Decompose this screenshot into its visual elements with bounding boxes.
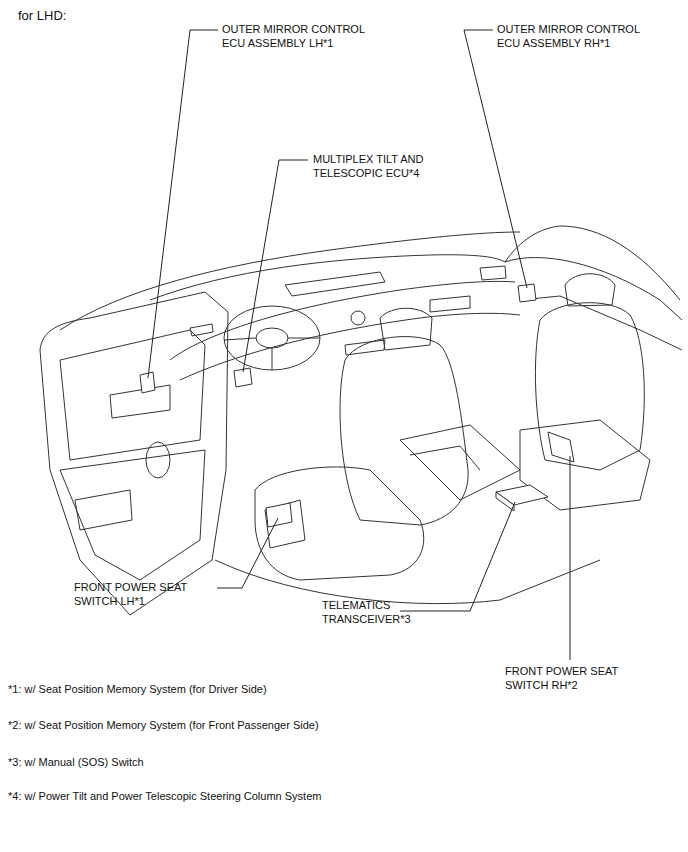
car-outline <box>40 226 682 615</box>
component-symbols <box>140 284 574 527</box>
part-label: FRONT POWER SEAT SWITCH LH*1 <box>74 580 212 608</box>
part-label: MULTIPLEX TILT AND TELESCOPIC ECU*4 <box>313 152 453 180</box>
footnote: *4: w/ Power Tilt and Power Telescopic S… <box>8 789 321 803</box>
part-label: OUTER MIRROR CONTROL ECU ASSEMBLY RH*1 <box>497 22 649 50</box>
part-label: OUTER MIRROR CONTROL ECU ASSEMBLY LH*1 <box>222 22 374 50</box>
part-label: FRONT POWER SEAT SWITCH RH*2 <box>505 664 643 692</box>
leader-lines <box>148 30 570 660</box>
page-title: for LHD: <box>18 8 66 24</box>
footnote: *2: w/ Seat Position Memory System (for … <box>8 718 319 732</box>
footnote: *1: w/ Seat Position Memory System (for … <box>8 682 267 696</box>
part-label: TELEMATICS TRANSCEIVER*3 <box>322 598 422 626</box>
footnote: *3: w/ Manual (SOS) Switch <box>8 755 144 769</box>
